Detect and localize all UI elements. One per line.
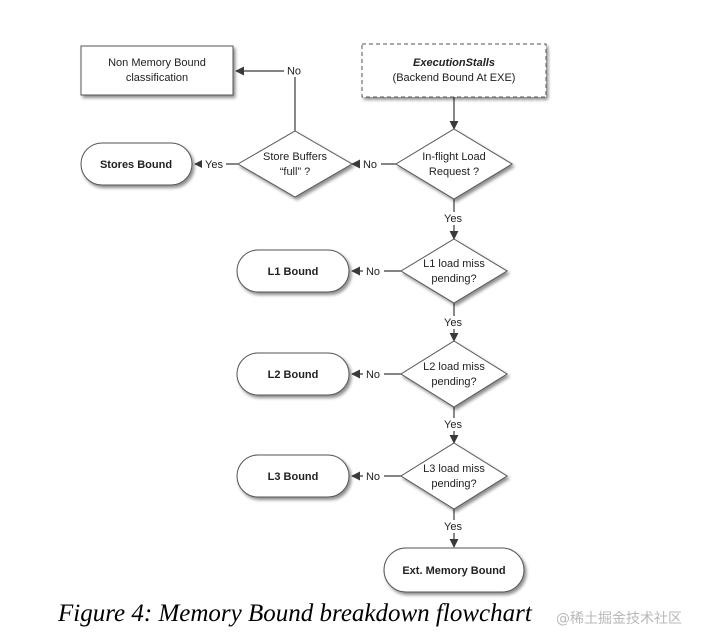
l1-bound-label: L1 Bound [268,266,319,278]
non-memory-line2: classification [126,72,188,84]
ext-memory-bound-label: Ext. Memory Bound [402,565,505,577]
node-non-memory-bound: Non Memory Bound classification [80,45,234,96]
label-l1-no: No [366,266,380,278]
inflight-line2: Request ? [429,166,479,178]
store-buffers-line1: Store Buffers [263,151,327,163]
execution-line1: ExecutionStalls [413,57,495,69]
node-l3-decision: L3 load miss pending? [400,442,508,510]
store-buffers-line2: “full” ? [280,166,311,178]
figure-caption: Figure 4: Memory Bound breakdown flowcha… [58,600,532,627]
inflight-line1: In-flight Load [422,151,486,163]
node-ext-memory-bound: Ext. Memory Bound [383,547,525,593]
label-store-buffers-no: No [287,66,301,78]
label-inflight-no: No [363,159,377,171]
l1-decision-line2: pending? [431,273,476,285]
non-memory-line1: Non Memory Bound [108,57,206,69]
node-l1-bound: L1 Bound [236,249,350,293]
node-l1-decision: L1 load miss pending? [400,238,508,304]
l3-decision-line1: L3 load miss [423,463,485,475]
l3-bound-label: L3 Bound [268,471,319,483]
l1-decision-line1: L1 load miss [423,258,485,270]
l2-decision-line2: pending? [431,376,476,388]
label-l3-yes: Yes [444,521,462,533]
label-l1-yes: Yes [444,317,462,329]
label-l2-no: No [366,369,380,381]
node-l2-decision: L2 load miss pending? [400,340,508,408]
edge-labels: No No Yes Yes No Yes No Yes No Yes [202,64,467,533]
l3-decision-line2: pending? [431,478,476,490]
node-stores-bound: Stores Bound [80,142,193,186]
stores-bound-label: Stores Bound [100,159,172,171]
l2-decision-line1: L2 load miss [423,361,485,373]
l2-bound-label: L2 Bound [268,369,319,381]
label-inflight-yes: Yes [444,213,462,225]
node-store-buffers-decision: Store Buffers “full” ? [237,130,353,198]
label-l2-yes: Yes [444,419,462,431]
label-store-buffers-yes: Yes [205,159,223,171]
watermark-text: @稀土掘金技术社区 [556,611,682,627]
label-l3-no: No [366,471,380,483]
execution-line2: (Backend Bound At EXE) [393,72,516,84]
node-l2-bound: L2 Bound [236,352,350,396]
node-inflight-decision: In-flight Load Request ? [395,128,513,200]
node-execution-stalls: ExecutionStalls (Backend Bound At EXE) [361,43,547,98]
node-l3-bound: L3 Bound [236,454,350,498]
edge-store-buffers-to-non-memory [235,66,296,131]
